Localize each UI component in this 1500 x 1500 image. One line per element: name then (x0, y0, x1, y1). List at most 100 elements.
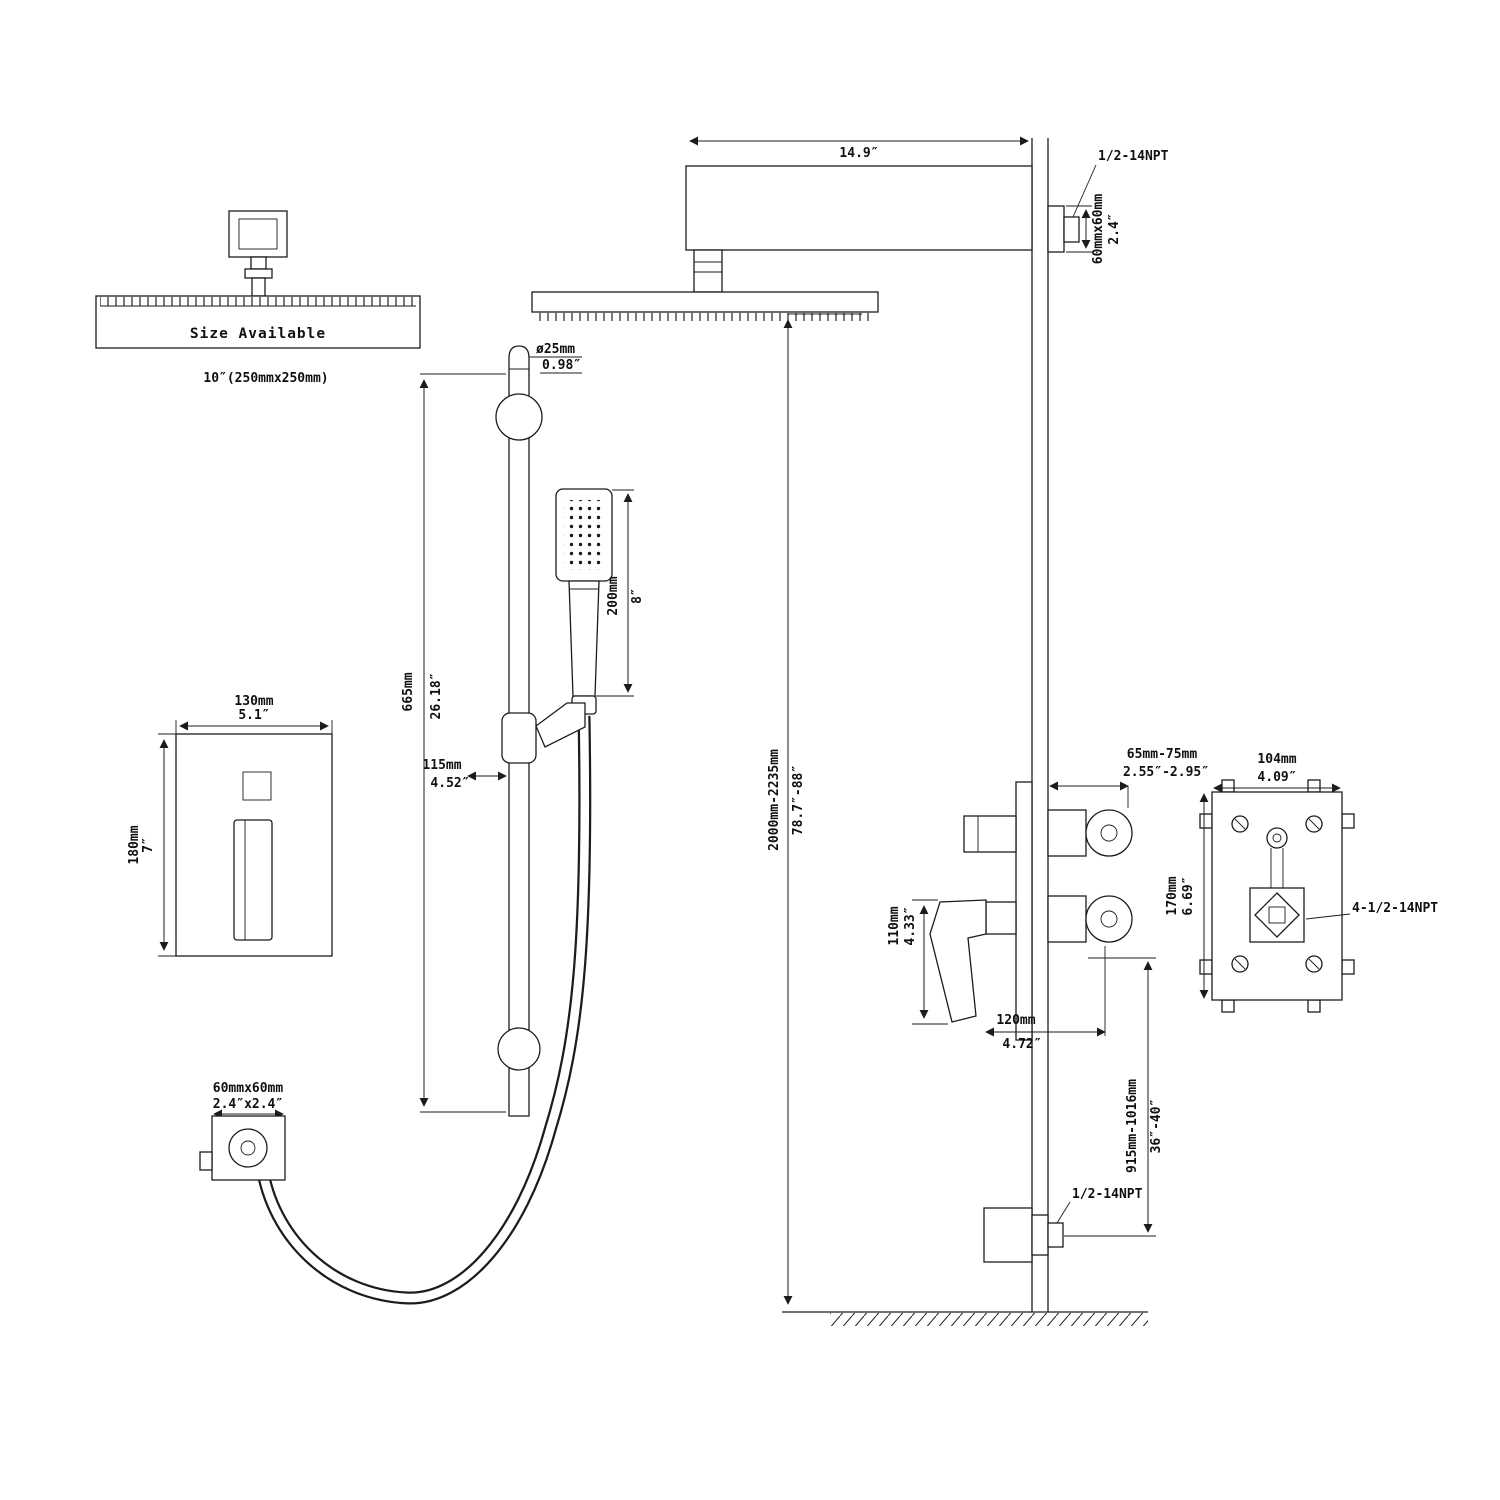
mounting-tab (1307, 779, 1321, 793)
size-available-label: Size Available (190, 326, 326, 342)
mounting-tab (1199, 959, 1213, 975)
dim-holder-mm: 115mm (422, 758, 461, 773)
bar-clamp (501, 712, 537, 764)
dim-bar-length-in: 26.18″ (429, 673, 444, 720)
dim-valve-body-width-mm: 104mm (1257, 752, 1296, 767)
dim-holder-in: 4.52″ (430, 776, 469, 791)
screw-slot (1308, 958, 1320, 970)
dim-valve-body-width-in: 4.09″ (1257, 770, 1296, 785)
shower-head-front-view: Size Available 10″(250mmx250mm) (95, 210, 421, 386)
swivel-joint (244, 268, 273, 279)
leader-line (1305, 913, 1351, 920)
screw-slot (1234, 818, 1246, 830)
dim-valve-width-in: 4.72″ (1002, 1037, 1041, 1052)
dim-valve-depth-mm: 65mm-75mm (1127, 747, 1198, 762)
hose-connector-center (240, 1140, 256, 1156)
dim-lever-in: 4.33″ (903, 906, 918, 945)
supply-nipple-bottom (1047, 1222, 1064, 1248)
dim-handshower-mm: 200mm (606, 576, 621, 615)
valve-port-upper (1085, 809, 1133, 857)
head-neck (251, 277, 266, 297)
lower-slider-ring (497, 1027, 541, 1071)
hose-connector-ring (228, 1128, 268, 1168)
mounting-tab (1199, 813, 1213, 829)
mounting-tab (1341, 959, 1355, 975)
valve-port-upper-center (1100, 824, 1118, 842)
tub-spout-side (983, 1207, 1033, 1263)
dim-valve-depth-in: 2.55″-2.95″ (1123, 765, 1209, 780)
valve-port-lower (1085, 895, 1133, 943)
dim-plate-height-in: 7″ (141, 837, 156, 853)
floor-hatching (830, 1313, 1148, 1326)
dim-plate-width-in: 5.1″ (238, 708, 269, 723)
dim-valve-body-height-in: 6.69″ (1181, 876, 1196, 915)
dim-spout-size-mm: 60mmx60mm (213, 1081, 284, 1096)
diverter-button (242, 771, 272, 801)
arm-flange-inner (238, 218, 278, 250)
mounting-tab (1307, 999, 1321, 1013)
dim-valve-body-height-mm: 170mm (1165, 876, 1180, 915)
label-bottom-npt: 1/2-14NPT (1072, 1187, 1143, 1202)
dim-handshower-in: 8″ (630, 588, 645, 604)
cartridge-center (1268, 906, 1286, 924)
dim-arm-length-in: 14.9″ (839, 146, 878, 161)
nozzle-ticks-side (536, 313, 874, 321)
dim-bar-diameter-mm: ø25mm (536, 342, 575, 357)
spout-tab (199, 1151, 213, 1171)
dim-bar-diameter-in: 0.98″ (542, 358, 581, 373)
screw-slot (1308, 818, 1320, 830)
arm-stem (250, 256, 267, 270)
top-port-center (1272, 833, 1282, 843)
valve-body-lower (1047, 895, 1087, 943)
dim-arm-square-mm: 60mmx60mm (1091, 194, 1106, 265)
supply-nipple-top (1063, 216, 1080, 243)
leader-line (1072, 164, 1097, 218)
dim-spout-height-in: 36″-40″ (1149, 1099, 1164, 1154)
shower-hose-inner (257, 715, 590, 1303)
cartridge-nut (1254, 892, 1300, 938)
valve-body-upper (1047, 809, 1087, 857)
dim-arm-square-in: 2.4″ (1107, 213, 1122, 244)
tub-spout-front-view: 60mmx60mm 2.4″x2.4″ (199, 1081, 286, 1181)
nozzle-ticks (100, 297, 416, 306)
shower-head-side (531, 291, 879, 313)
holder-bracket (535, 702, 586, 748)
dim-install-height-mm: 2000mm-2235mm (767, 749, 782, 851)
hand-shower-handle (568, 580, 600, 697)
valve-port-lower-center (1100, 910, 1118, 928)
dim-bar-length-mm: 665mm (401, 672, 416, 711)
lever-stem-side (985, 901, 1017, 935)
dim-install-height-in: 78.7″-88″ (791, 765, 806, 835)
valve-trim-side (1015, 781, 1033, 1041)
dim-spout-height-mm: 915mm-1016mm (1125, 1079, 1140, 1173)
wall-flange (1047, 205, 1065, 253)
label-valve-npt: 4-1/2-14NPT (1352, 901, 1438, 916)
lever-handle-front (233, 819, 273, 941)
elevation-side-view: 14.9″ 1/2-14NPT 60mmx60mm 2.4″ 2000mm-22… (531, 136, 1209, 1326)
dim-plate-height-mm: 180mm (127, 825, 142, 864)
mounting-tab (1341, 813, 1355, 829)
hand-shower-assembly: 200mm 8″ (255, 488, 645, 1305)
mounting-tab (1221, 999, 1235, 1013)
upper-slider-ring (495, 393, 543, 441)
spray-nozzle-dots (564, 500, 604, 570)
rough-in-valve-front-view: 104mm 4.09″ 170mm 6.69″ 4-1/2-14NPT (1165, 752, 1438, 1013)
arm-flange-outline (228, 210, 288, 258)
spout-flange-side (1031, 1214, 1049, 1256)
dim-lever-mm: 110mm (887, 906, 902, 945)
screw-slot (1234, 958, 1246, 970)
top-port (1266, 827, 1288, 849)
arm-drop-stem (693, 249, 723, 293)
mounting-tab (1221, 779, 1235, 793)
head-size-note: 10″(250mmx250mm) (203, 371, 328, 386)
dim-valve-width-mm: 120mm (996, 1013, 1035, 1028)
tub-spout-body (211, 1115, 286, 1181)
trim-plate-front-view: 130mm 5.1″ 180mm 7″ (127, 694, 333, 957)
leader-line (1056, 1201, 1071, 1224)
diverter-knob-side (963, 815, 1017, 853)
lever-handle-side (929, 899, 987, 1023)
dim-spout-size-in: 2.4″x2.4″ (213, 1097, 283, 1112)
shower-arm-side (685, 165, 1033, 251)
